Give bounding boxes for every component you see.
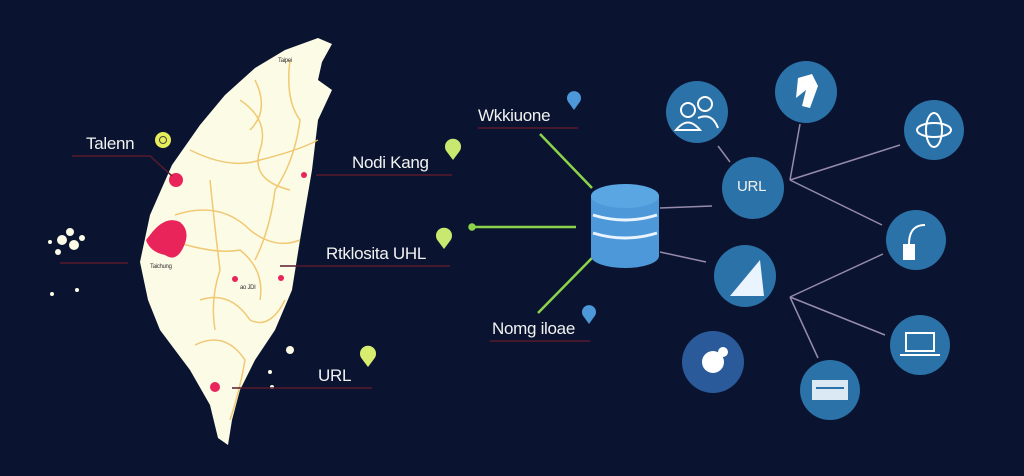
db-label-top: Wkkiuone bbox=[478, 106, 551, 125]
map-label-nodi-kang: Nodi Kang bbox=[352, 153, 429, 172]
location-pin-icon bbox=[155, 132, 171, 148]
map-city-label: Taipei bbox=[278, 58, 292, 64]
people-icon bbox=[666, 81, 728, 143]
location-pin-icon bbox=[359, 345, 376, 367]
location-pin-icon bbox=[445, 138, 461, 160]
taiwan-map bbox=[48, 38, 590, 445]
map-label-url: URL bbox=[318, 366, 352, 385]
location-pin-icon bbox=[436, 227, 452, 249]
map-label-rtklosita: Rtklosita UHL bbox=[326, 244, 427, 263]
location-pin-icon bbox=[582, 305, 596, 324]
hub-node-label: URL bbox=[737, 178, 767, 195]
network-nodes bbox=[666, 61, 964, 420]
map-label-talenn: Talenn bbox=[86, 134, 135, 153]
map-city-label: ao JDI bbox=[240, 285, 256, 291]
phone-icon bbox=[886, 210, 946, 270]
hub-node bbox=[722, 157, 784, 219]
globe-icon bbox=[904, 100, 964, 160]
green-links bbox=[468, 133, 593, 314]
location-pin-icon bbox=[567, 91, 581, 110]
database-icon bbox=[591, 184, 659, 268]
laptop-icon bbox=[890, 315, 950, 375]
db-label-bottom: Nomg iloae bbox=[492, 319, 575, 338]
network-links bbox=[659, 123, 901, 359]
map-city-label: Taichung bbox=[150, 264, 172, 270]
